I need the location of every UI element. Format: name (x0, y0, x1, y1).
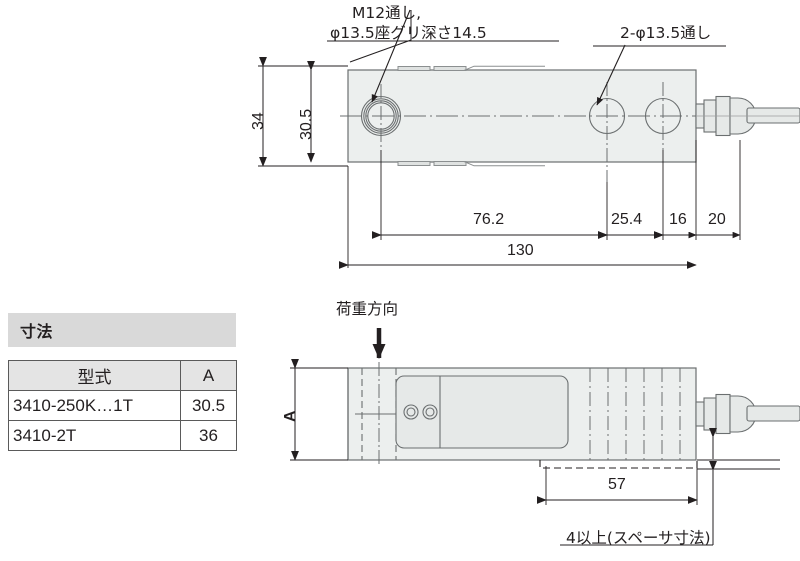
phi13-callout: 2-φ13.5通し (620, 24, 712, 42)
m12-callout-line2: φ13.5座グリ深さ14.5 (330, 24, 487, 42)
cell-a: 30.5 (180, 390, 237, 421)
dim-len-b: 25.4 (611, 211, 643, 228)
dim-len-a: 76.2 (473, 211, 505, 228)
dim-len-total: 130 (507, 242, 534, 259)
column-header-a: A (180, 360, 237, 391)
cell-a: 36 (180, 420, 237, 451)
table-header-row: 型式 A (8, 360, 237, 391)
table-row: 3410-250K…1T 30.5 (8, 390, 237, 421)
dim-len-e: 57 (608, 476, 626, 493)
cell-model: 3410-2T (8, 420, 181, 451)
dim-len-d: 20 (708, 211, 726, 228)
dimension-table-heading: 寸法 (8, 313, 236, 347)
dim-height-inner: 30.5 (298, 108, 315, 140)
dimension-table-panel: 寸法 型式 A 3410-250K…1T 30.5 3410-2T 36 (8, 313, 237, 451)
cell-model: 3410-250K…1T (8, 390, 181, 421)
m12-callout-line1: M12通し, (352, 4, 422, 22)
dimension-table: 型式 A 3410-250K…1T 30.5 3410-2T 36 (8, 360, 237, 451)
load-direction-label: 荷重方向 (336, 300, 399, 318)
top-view (258, 9, 800, 269)
table-row: 3410-2T 36 (8, 420, 237, 451)
spacer-note: 4以上(スペーサ寸法) (566, 529, 711, 547)
dim-len-c: 16 (669, 211, 687, 228)
column-header-model: 型式 (8, 360, 181, 391)
dim-height-overall: 34 (250, 112, 267, 130)
dim-height-a: A (282, 410, 299, 422)
side-view (290, 328, 800, 546)
